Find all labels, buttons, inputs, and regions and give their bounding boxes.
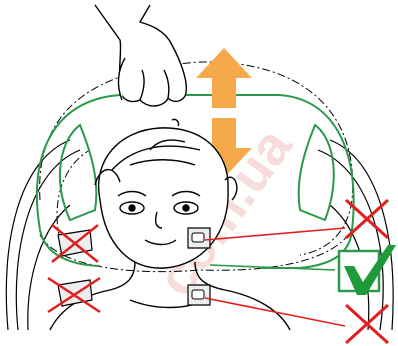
adjust-up-arrow-icon (196, 48, 252, 108)
indicator-wrong-bottom (346, 305, 388, 343)
indicator-correct (339, 245, 396, 295)
hand-icon (95, 5, 186, 126)
